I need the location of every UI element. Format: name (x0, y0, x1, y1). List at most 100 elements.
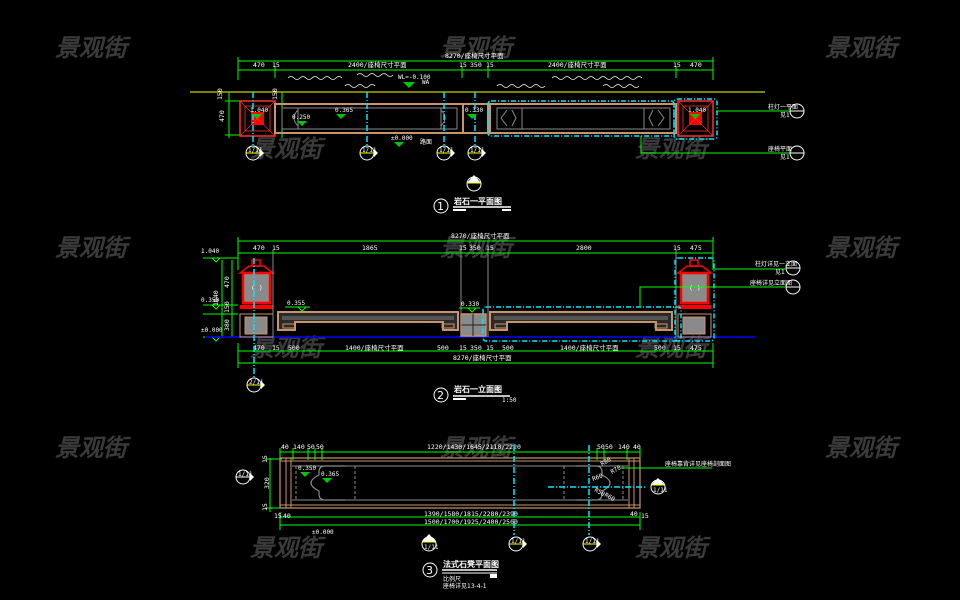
svg-text:40: 40 (633, 443, 641, 451)
svg-text:R50: R50 (593, 487, 606, 499)
bench-section-markers[interactable]: 1/11 1/11 1/11 1/11 1/11 (235, 469, 668, 552)
svg-text:0.330: 0.330 (465, 107, 483, 114)
watermark: 景观街 (250, 334, 326, 362)
section-marker[interactable]: 1/11 (508, 536, 527, 552)
svg-text:15: 15 (673, 244, 681, 252)
svg-text:15: 15 (673, 61, 681, 69)
svg-text:1220/1430/1645/2110/2220: 1220/1430/1645/2110/2220 (427, 443, 521, 451)
bench-left-dims: 15 320 15 15 40 (261, 455, 291, 520)
plan-axis-lines (252, 92, 476, 148)
svg-text:座椅详见立面图: 座椅详见立面图 (750, 279, 792, 287)
svg-text:380: 380 (223, 319, 231, 331)
section-marker[interactable]: 2/11 (246, 377, 265, 393)
svg-text:1040: 1040 (212, 290, 220, 306)
callout-bench-plan[interactable]: 座椅平面 见1 (768, 145, 805, 161)
elevation-callout-lines (639, 268, 785, 307)
bench-elevation-middle[interactable] (460, 313, 487, 337)
svg-text:15: 15 (272, 244, 280, 252)
svg-text:( ): ( ) (251, 284, 263, 292)
svg-text:150: 150 (271, 88, 279, 100)
callout-bench-elevation[interactable]: 座椅详见立面图 (750, 279, 801, 295)
svg-text:R60: R60 (591, 472, 604, 482)
svg-text:1.040: 1.040 (688, 107, 706, 114)
section-marker[interactable]: 1/11 (436, 145, 455, 161)
svg-text:R70: R70 (610, 464, 623, 476)
svg-text:15: 15 (272, 344, 280, 352)
svg-text:2: 2 (437, 389, 444, 402)
bench-elevation-right[interactable] (482, 306, 682, 342)
plan-section-markers[interactable]: 1/11 1/11 1/11 1/11 (245, 145, 486, 192)
section-marker[interactable]: 1/11 (359, 145, 378, 161)
svg-text:50: 50 (597, 443, 605, 451)
watermark: 景观街 (55, 234, 131, 262)
svg-text:2/11: 2/11 (249, 379, 264, 386)
svg-text:15: 15 (673, 344, 681, 352)
svg-text:470: 470 (253, 61, 265, 69)
bench-plan-title: 法式石凳平面图 (443, 559, 499, 569)
watermark: 景观街 (635, 334, 711, 362)
water-level-label: WL=-0.100 (398, 74, 431, 81)
elevation-view[interactable]: 8270/座椅尺寸平面 470 15 1865 15 350 15 2800 1… (201, 231, 801, 404)
plan-view[interactable]: 8270/座椅尺寸平面 470 15 2400/座椅尺寸平面 15 350 15… (190, 51, 805, 214)
svg-text:470: 470 (253, 244, 265, 252)
lamp-elevation-right[interactable]: ( ) (674, 257, 715, 342)
elevation-direction-marker[interactable] (466, 175, 482, 192)
bench-axis-lines (513, 445, 645, 535)
section-marker[interactable]: 1/11 (582, 536, 601, 552)
section-marker[interactable]: 1/11 (467, 145, 486, 161)
plan-title-block: 1 岩石一平面图 (433, 196, 511, 214)
svg-text:1/11: 1/11 (511, 538, 526, 545)
svg-text:1/11: 1/11 (653, 487, 668, 494)
svg-text:470: 470 (690, 61, 702, 69)
svg-text:0.350: 0.350 (298, 465, 316, 472)
svg-text:±0.000: ±0.000 (312, 529, 334, 536)
svg-text:0.250: 0.250 (292, 114, 310, 121)
svg-text:0.330: 0.330 (461, 301, 479, 308)
callout-lamp-elevation[interactable]: 柱灯详见一立面 见1 (755, 260, 801, 276)
lamp-elevation-left[interactable]: ( ) (237, 259, 276, 338)
svg-text:150: 150 (216, 88, 224, 100)
bench-plan-view[interactable]: 40 140 50 50 1220/1430/1645/2110/2220 50… (235, 443, 731, 590)
section-marker[interactable]: 1/11 (235, 469, 254, 485)
bench-elevation-markers: 0.350 0.365 ±0.000 (298, 465, 339, 536)
svg-text:320: 320 (263, 477, 271, 489)
section-marker[interactable]: 1/11 (245, 145, 264, 161)
svg-text:15: 15 (641, 512, 649, 520)
elevation-title-block: 2 岩石一立面图 1:50 (433, 384, 517, 404)
watermark: 景观街 (635, 135, 711, 163)
elevation-level-labels: 1.040 0.350 ±0.000 1040 470 150 380 (201, 248, 231, 342)
bench-plan-right[interactable] (487, 100, 677, 137)
watermark: 景观街 (825, 434, 901, 462)
svg-text:( ): ( ) (689, 284, 701, 292)
bench-bottom-dim-2: 1500/1700/1925/2400/2500 (424, 518, 518, 526)
svg-text:50: 50 (307, 443, 315, 451)
svg-text:1.040: 1.040 (201, 248, 219, 255)
bench-elevation-left[interactable] (277, 311, 459, 331)
svg-text:1/11: 1/11 (238, 471, 253, 478)
svg-text:2400/座椅尺寸平面: 2400/座椅尺寸平面 (548, 60, 607, 69)
svg-text:1/11: 1/11 (470, 147, 485, 154)
svg-text:1400/座椅尺寸平面: 1400/座椅尺寸平面 (560, 343, 619, 352)
svg-text:470: 470 (218, 110, 226, 122)
svg-text:柱灯详见一立面: 柱灯详见一立面 (755, 260, 797, 268)
svg-text:0.350: 0.350 (201, 297, 219, 304)
plan-dims: 470 15 2400/座椅尺寸平面 15 350 15 2400/座椅尺寸平面… (253, 60, 702, 69)
callout-bench-backrest[interactable]: 座椅靠背详见座椅剖面图 (665, 460, 731, 468)
section-marker[interactable]: 1/11 (421, 534, 439, 552)
svg-text:±0.000: ±0.000 (391, 135, 413, 142)
svg-text:柱灯一平面: 柱灯一平面 (768, 103, 798, 111)
svg-text:1:50: 1:50 (502, 397, 517, 404)
water-label: WA (422, 79, 430, 86)
bench-bottom-dim-1: 1390/1580/1815/2280/2390 (424, 510, 518, 518)
svg-text:见1: 见1 (775, 269, 785, 276)
watermark: 景观街 (55, 34, 131, 62)
svg-text:15: 15 (486, 61, 494, 69)
bench-plan-outline[interactable] (279, 457, 641, 509)
lamp-plan-right[interactable] (673, 98, 718, 140)
svg-text:±0.000: ±0.000 (201, 327, 223, 334)
callout-lamp-plan[interactable]: 柱灯一平面 见1 (768, 103, 805, 119)
section-marker[interactable]: 1/11 (650, 478, 668, 495)
svg-text:见1: 见1 (780, 154, 790, 161)
svg-text:150: 150 (223, 301, 231, 313)
